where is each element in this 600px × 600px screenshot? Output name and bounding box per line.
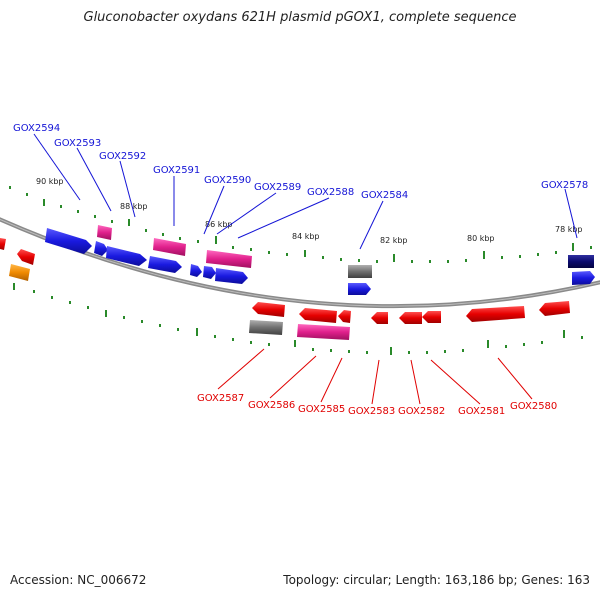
kbp-label: 80 kbp (467, 234, 495, 243)
inner-tick-ring (13, 283, 583, 355)
gene-block[interactable] (249, 320, 283, 335)
gene-label[interactable]: GOX2583 (348, 406, 395, 417)
gene-label[interactable]: GOX2585 (298, 404, 345, 415)
gene-arrow[interactable] (148, 256, 182, 273)
kbp-label: 82 kbp (380, 236, 408, 245)
gene-arrow[interactable] (299, 308, 337, 323)
gene-arrow[interactable] (338, 310, 351, 323)
gene-label[interactable]: GOX2593 (54, 138, 101, 149)
gene-arrow[interactable] (17, 249, 35, 265)
gene-block[interactable] (568, 255, 594, 268)
gene-label[interactable]: GOX2586 (248, 400, 295, 411)
gene-arrow[interactable] (371, 312, 388, 324)
sequence-stats: Topology: circular; Length: 163,186 bp; … (283, 573, 590, 587)
gene-arrow[interactable] (45, 228, 92, 254)
accession-text: Accession: NC_006672 (10, 573, 147, 587)
gene-label[interactable]: GOX2587 (197, 393, 244, 404)
kbp-label: 86 kbp (205, 220, 233, 229)
outer-tick-ring (9, 186, 592, 263)
gene-arrow[interactable] (348, 283, 371, 295)
map-title: Gluconobacter oxydans 621H plasmid pGOX1… (83, 10, 517, 25)
gene-arrow[interactable] (466, 306, 525, 322)
gene-block[interactable] (297, 324, 350, 340)
leader-lines-bottom (217, 348, 533, 405)
gene-arrow[interactable] (190, 264, 202, 277)
gene-label[interactable]: GOX2591 (153, 165, 200, 176)
kbp-label: 84 kbp (292, 232, 320, 241)
gene-label[interactable]: GOX2582 (398, 406, 445, 417)
gene-arrow[interactable] (422, 311, 441, 323)
reverse-strand-genes (249, 301, 570, 340)
leader-lines-top (33, 133, 578, 250)
gene-arrow[interactable] (94, 241, 108, 256)
plasmid-backbone (0, 217, 600, 309)
kbp-label: 90 kbp (36, 177, 64, 186)
forward-strand-genes (0, 225, 595, 295)
gene-label[interactable]: GOX2580 (510, 401, 557, 412)
gene-block[interactable] (9, 264, 30, 281)
kbp-label: 78 kbp (555, 225, 583, 234)
gene-arrow[interactable] (153, 238, 186, 256)
gene-label[interactable]: GOX2589 (254, 182, 301, 193)
gene-label[interactable]: GOX2592 (99, 151, 146, 162)
gene-arrow[interactable] (203, 266, 216, 279)
gene-label[interactable]: GOX2584 (361, 190, 408, 201)
gene-label[interactable]: GOX2581 (458, 406, 505, 417)
gene-label[interactable]: GOX2588 (307, 187, 354, 198)
gene-label[interactable]: GOX2578 (541, 180, 588, 191)
gene-arrow[interactable] (399, 312, 422, 324)
gene-arrow[interactable] (206, 250, 252, 268)
gene-arrow[interactable] (97, 225, 112, 240)
gene-arrow[interactable] (0, 238, 6, 250)
kbp-label: 88 kbp (120, 202, 148, 211)
gene-arrow[interactable] (539, 301, 570, 316)
gene-arrow[interactable] (106, 246, 147, 266)
gene-label[interactable]: GOX2590 (204, 175, 251, 186)
gene-label[interactable]: GOX2594 (13, 123, 60, 134)
gene-arrow[interactable] (252, 302, 285, 317)
gene-arrow[interactable] (215, 268, 248, 284)
gene-arrow[interactable] (572, 271, 595, 285)
gene-block[interactable] (348, 265, 372, 278)
